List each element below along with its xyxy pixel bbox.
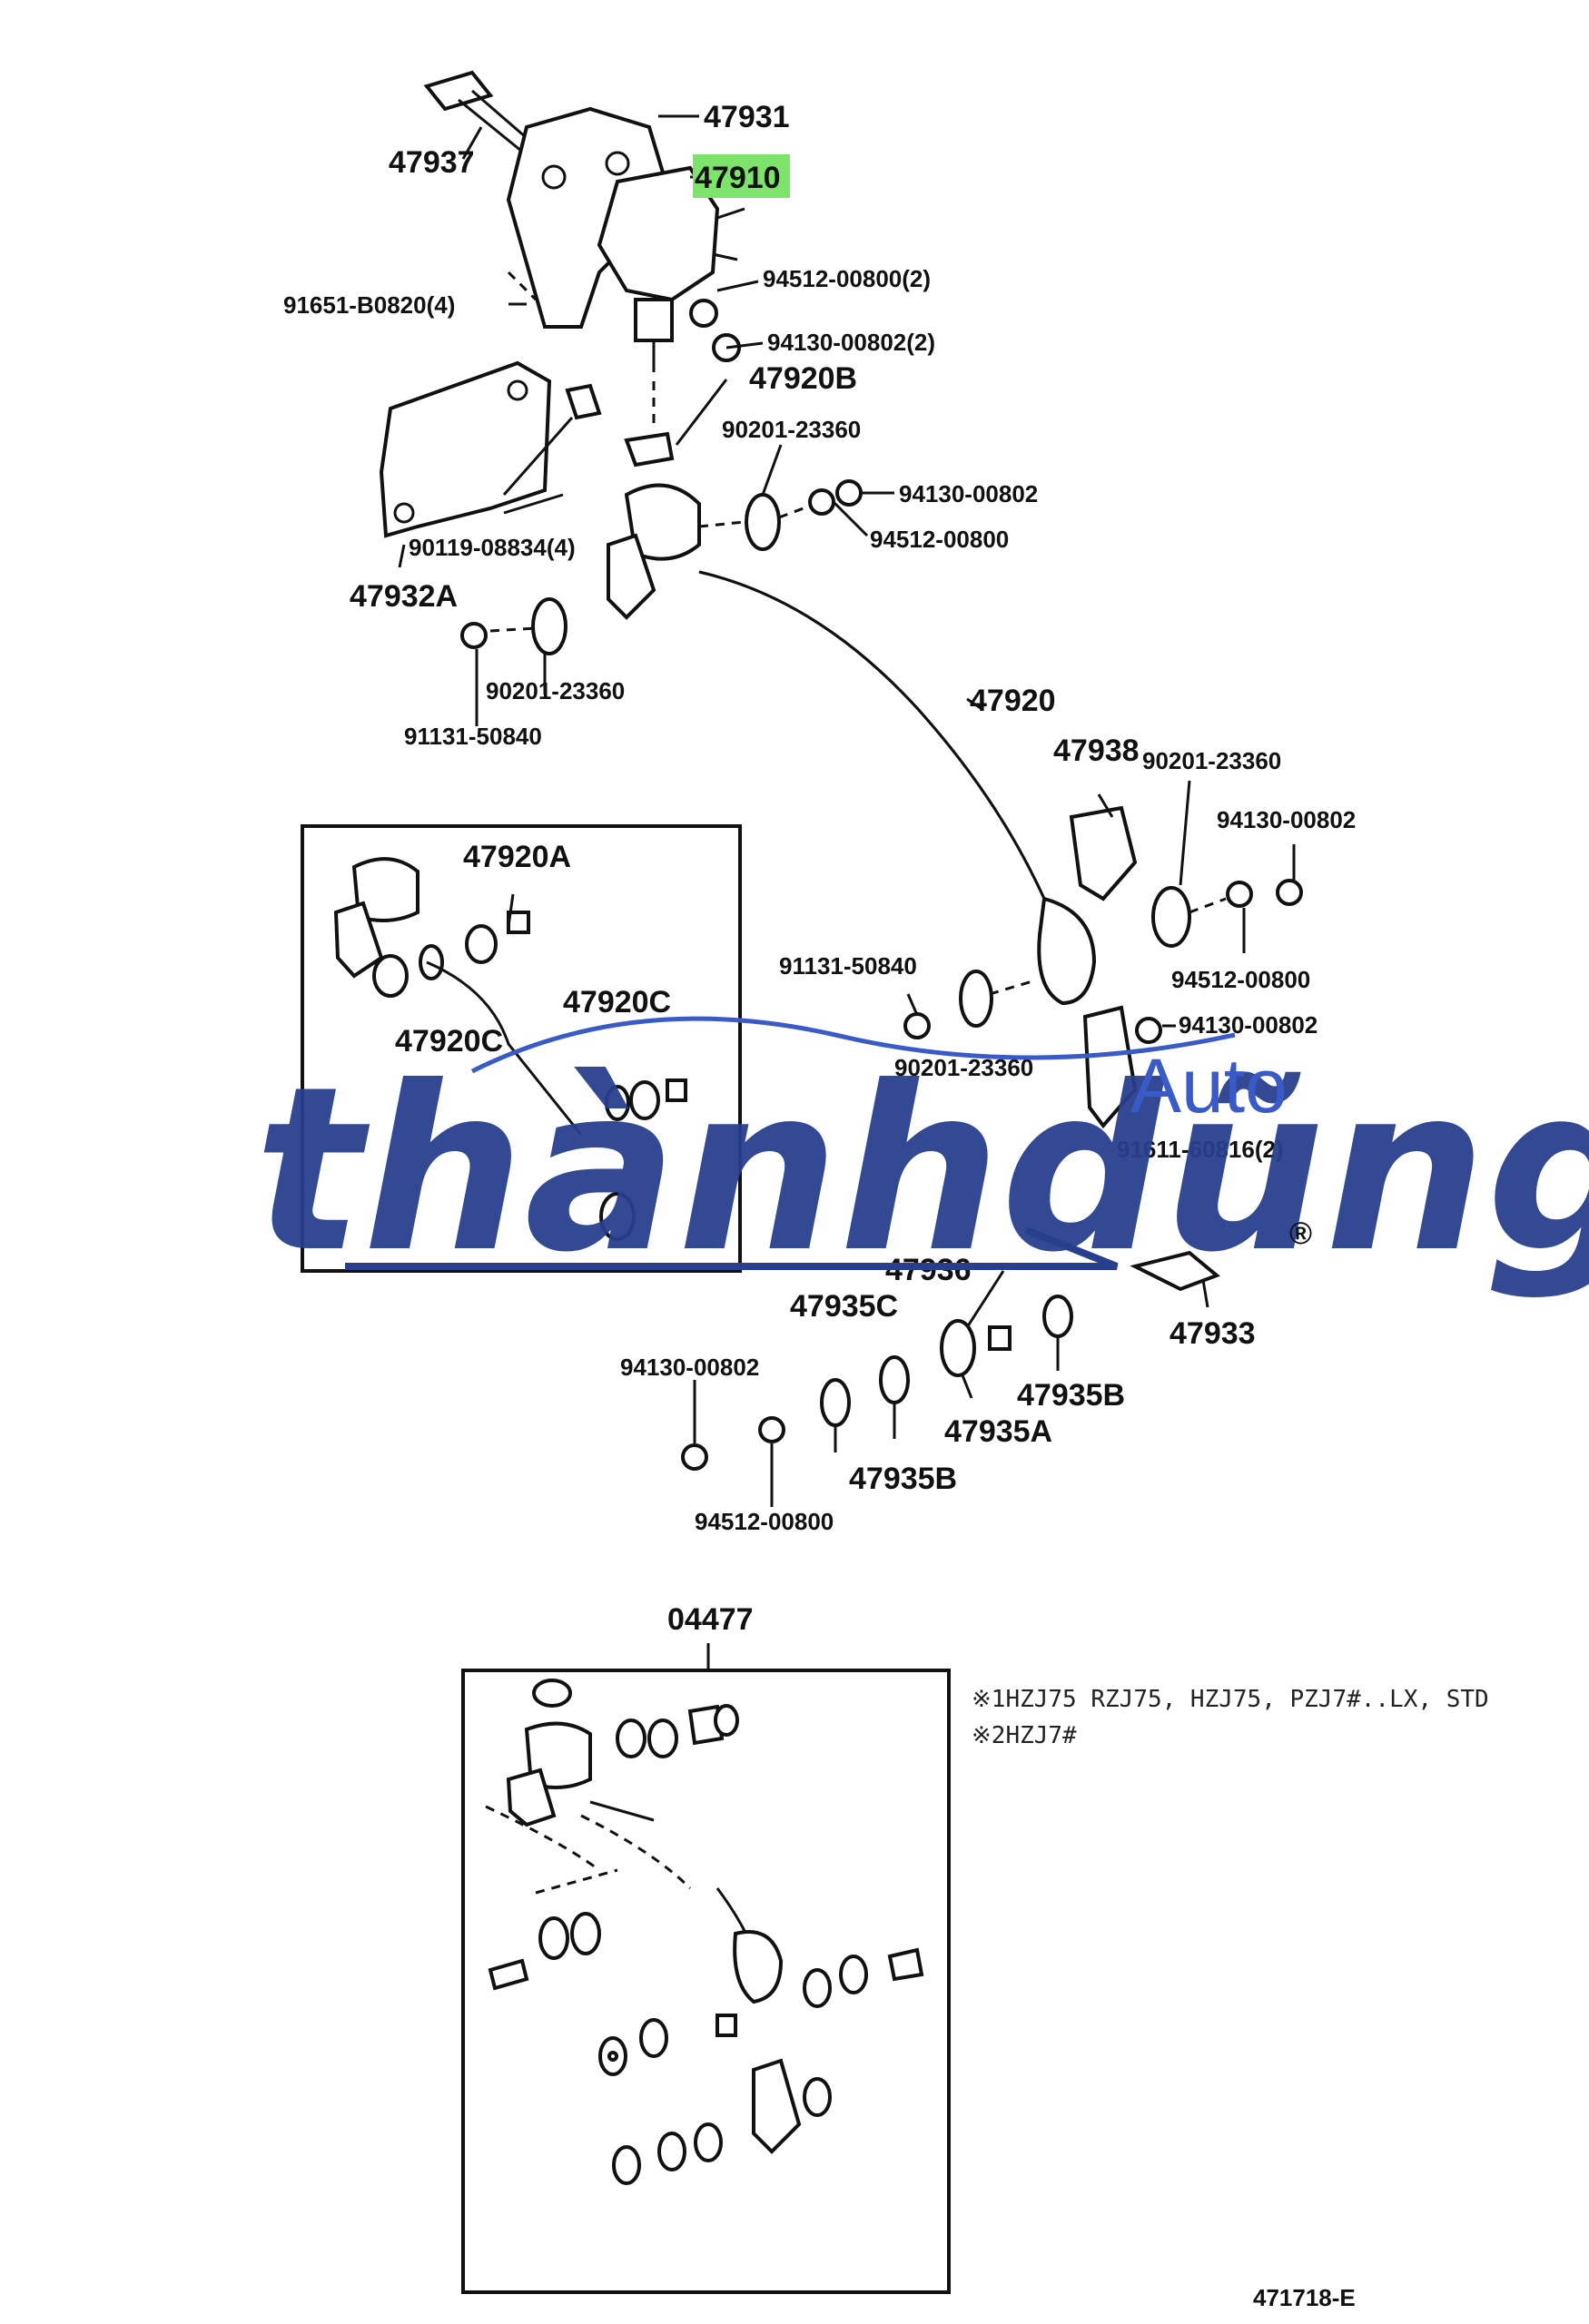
label-47935c[interactable]: 47935C <box>790 1289 898 1324</box>
watermark-brand: thànhdũng <box>254 1038 1589 1302</box>
label-47920c-inset-left[interactable]: 47920C <box>395 1024 503 1059</box>
label-90201-23360-b[interactable]: 90201-23360 <box>486 677 625 704</box>
watermark-arrow <box>345 1226 1119 1270</box>
kit-box-04477 <box>461 1643 951 2294</box>
lever-assembly-drawing <box>681 805 1303 1471</box>
label-47910[interactable]: 47910 <box>695 161 781 195</box>
label-47920[interactable]: 47920 <box>970 684 1056 718</box>
label-47937[interactable]: 47937 <box>389 145 475 180</box>
label-47935b-right[interactable]: 47935B <box>1017 1378 1125 1413</box>
rod-47920-drawing <box>698 570 1046 900</box>
leader-lines <box>398 114 1296 1507</box>
label-47932a[interactable]: 47932A <box>350 579 458 614</box>
label-47931[interactable]: 47931 <box>704 100 790 134</box>
label-94512-00800-2[interactable]: 94512-00800(2) <box>763 265 931 292</box>
label-91131-50840-b[interactable]: 91131-50840 <box>779 952 917 980</box>
label-94130-00802-b[interactable]: 94130-00802 <box>899 480 1038 507</box>
label-47935a[interactable]: 47935A <box>944 1414 1052 1449</box>
application-notes: ※1HZJ75 RZJ75, HZJ75, PZJ7#..LX, STD ※2H… <box>972 1686 1489 1749</box>
label-90201-23360-a[interactable]: 90201-23360 <box>722 416 861 443</box>
label-94512-00800-c[interactable]: 94512-00800 <box>1171 966 1310 993</box>
label-91131-50840-a[interactable]: 91131-50840 <box>404 723 542 750</box>
label-47920a[interactable]: 47920A <box>463 840 571 874</box>
label-47933[interactable]: 47933 <box>1170 1316 1256 1351</box>
label-47938[interactable]: 47938 <box>1053 734 1140 768</box>
watermark-registered: ® <box>1289 1216 1312 1251</box>
label-94130-00802-d[interactable]: 94130-00802 <box>1179 1011 1318 1039</box>
label-47920b[interactable]: 47920B <box>749 361 857 396</box>
label-94512-00800-d[interactable]: 94512-00800 <box>695 1508 834 1535</box>
label-94130-00802-e[interactable]: 94130-00802 <box>620 1354 759 1381</box>
valve-assembly-drawing <box>379 70 863 655</box>
label-94512-00800-b[interactable]: 94512-00800 <box>870 526 1009 553</box>
part-labels: 47931 47910 47937 91651-B0820(4) 94512-0… <box>283 100 1356 1637</box>
part-highlight <box>693 154 790 198</box>
label-04477[interactable]: 04477 <box>667 1602 754 1637</box>
label-47935b-left[interactable]: 47935B <box>849 1462 957 1496</box>
note-line-2: ※2HZJ7# <box>972 1722 1077 1749</box>
label-91611-60816[interactable]: 91611-60816(2) <box>1117 1136 1284 1163</box>
watermark-swoosh <box>470 1016 1236 1074</box>
label-94130-00802-c[interactable]: 94130-00802 <box>1217 806 1356 833</box>
label-90119-08834[interactable]: 90119-08834(4) <box>409 534 576 561</box>
figure-code: 471718-E <box>1253 2284 1356 2311</box>
label-90201-23360-c[interactable]: 90201-23360 <box>1142 747 1281 774</box>
watermark-logo: thànhdũng Auto ® <box>254 1016 1589 1302</box>
label-47920c-inset-right[interactable]: 47920C <box>563 985 671 1019</box>
label-94130-00802-2[interactable]: 94130-00802(2) <box>767 329 935 356</box>
note-line-1: ※1HZJ75 RZJ75, HZJ75, PZJ7#..LX, STD <box>972 1686 1489 1713</box>
watermark-auto: Auto <box>1130 1043 1288 1128</box>
label-91651-b0820[interactable]: 91651-B0820(4) <box>283 291 455 319</box>
